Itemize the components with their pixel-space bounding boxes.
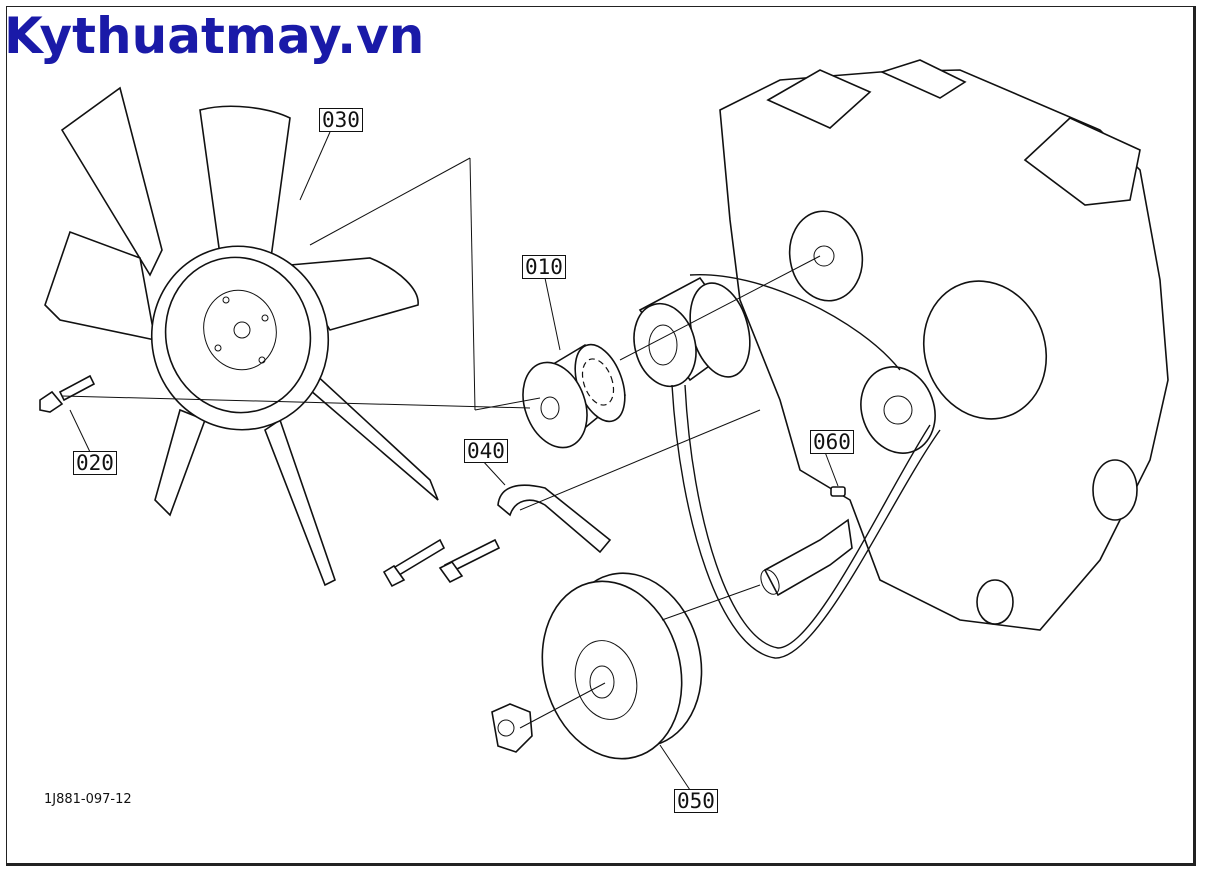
drawing-code: 1J881-097-12 [44, 792, 132, 807]
engine-drawing [633, 59, 1169, 659]
fan-drawing [44, 86, 439, 587]
bolt-drawing [39, 374, 96, 413]
leader-lines [61, 131, 839, 791]
spacer-drawing [522, 343, 627, 449]
callout-040: 040 [464, 439, 508, 463]
site-watermark: Kythuatmay.vn [4, 7, 425, 65]
callout-060: 060 [810, 430, 854, 454]
callout-030: 030 [319, 108, 363, 132]
bracket-drawing [382, 484, 612, 588]
callout-020: 020 [73, 451, 117, 475]
pulley-drawing [491, 572, 703, 760]
callout-050: 050 [674, 789, 718, 813]
diagram-frame [6, 6, 1196, 866]
callout-010: 010 [522, 255, 566, 279]
